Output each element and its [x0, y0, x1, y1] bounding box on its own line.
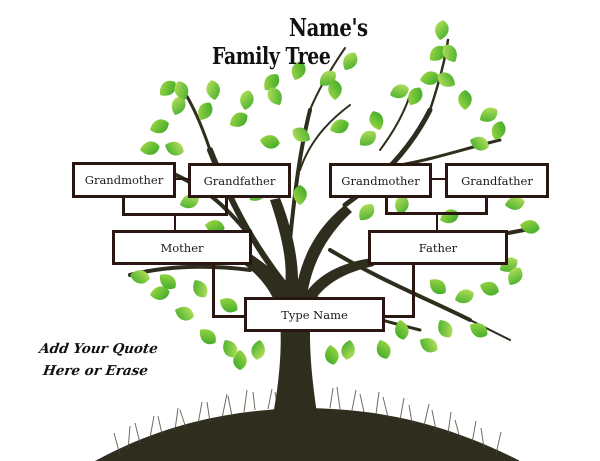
title-name[interactable]: Name's	[289, 13, 368, 42]
maternal-grandfather-box[interactable]: Grandfather	[188, 163, 291, 198]
connector-line	[122, 197, 125, 216]
connector-line	[175, 178, 189, 180]
connector-line	[225, 197, 228, 216]
connector-line	[212, 315, 245, 318]
paternal-grandfather-box[interactable]: Grandfather	[445, 163, 549, 198]
connector-line	[212, 263, 215, 318]
connector-line	[431, 178, 445, 180]
connector-line	[412, 263, 415, 318]
paternal-grandmother-box[interactable]: Grandmother	[329, 163, 432, 198]
connector-line	[385, 212, 488, 215]
connector-line	[485, 197, 488, 215]
father-box[interactable]: Father	[368, 230, 508, 265]
connector-line	[385, 197, 388, 215]
connector-line	[174, 215, 176, 231]
self-name-box[interactable]: Type Name	[244, 297, 385, 332]
maternal-grandmother-box[interactable]: Grandmother	[72, 162, 176, 198]
grass-ground	[95, 408, 520, 461]
title-family-tree[interactable]: Family Tree	[212, 43, 331, 70]
connector-line	[383, 315, 415, 318]
quote-text[interactable]: Add Your Quote Here or Erase	[29, 338, 165, 382]
connector-line	[122, 213, 228, 216]
connector-line	[436, 214, 438, 231]
mother-box[interactable]: Mother	[112, 230, 252, 265]
quote-line-1: Add Your Quote	[38, 341, 159, 357]
quote-line-2: Here or Erase	[41, 363, 150, 379]
